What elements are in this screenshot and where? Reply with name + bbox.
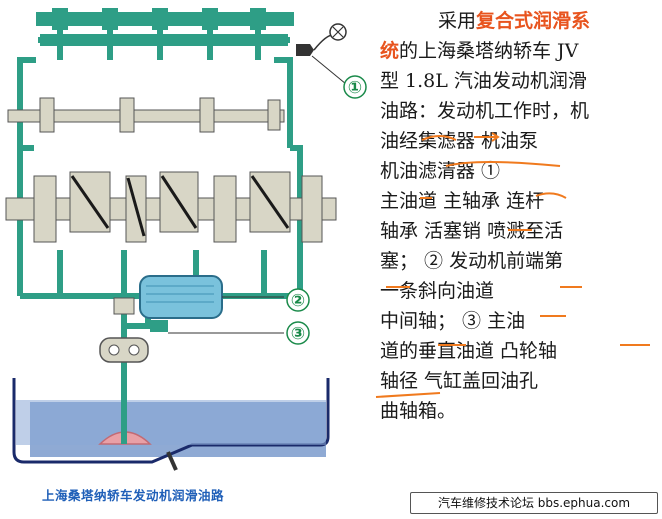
text-line: 主油道 主轴承 连杆	[380, 186, 658, 216]
text-line-plain: 轴径 气缸盖回油孔	[380, 370, 539, 392]
text-line: 轴承 活塞销 喷溅至活	[380, 216, 658, 246]
crankshaft	[5, 171, 337, 243]
text-line: 道的垂直油道 凸轮轴	[380, 336, 658, 366]
lubrication-system-diagram: ① ② ③	[5, 8, 367, 471]
text-line-plain: 中间轴； ③ 主油	[380, 310, 526, 332]
text-line: 一条斜向油道	[380, 276, 658, 306]
text-line-plain: 一条斜向油道	[380, 280, 495, 302]
oil-sump	[12, 378, 330, 471]
text-line: 统的上海桑塔纳轿车 JV	[380, 36, 658, 66]
callout-1: ①	[348, 78, 362, 98]
text-line-plain: 油经集滤器 机油泵	[380, 130, 539, 152]
forum-watermark: 汽车维修技术论坛 bbs.ephua.com	[410, 492, 658, 514]
text-line-plain: 油路：发动机工作时，机	[380, 100, 590, 122]
text-line: 型 1.8L 汽油发动机润滑	[380, 66, 658, 96]
text-line-plain: 塞； ② 发动机前端第	[380, 250, 564, 272]
oil-pump	[99, 297, 284, 363]
oil-filter	[139, 275, 284, 319]
text-line: 机油滤清器 ①	[380, 156, 658, 186]
text-line-plain: 机油滤清器 ①	[380, 160, 501, 182]
text-line-plain: 道的垂直油道 凸轮轴	[380, 340, 558, 362]
intermediate-shaft	[7, 97, 285, 133]
text-line: 曲轴箱。	[380, 396, 658, 426]
text-line-highlight: 统	[380, 40, 400, 62]
diagram-caption: 上海桑塔纳轿车发动机润滑油路	[42, 488, 225, 503]
text-line: 塞； ② 发动机前端第	[380, 246, 658, 276]
text-line-plain: 的上海桑塔纳轿车 JV	[399, 40, 579, 62]
text-line-highlight: 复合式润滑系	[476, 10, 591, 32]
text-line-plain: 型 1.8L 汽油发动机润滑	[380, 70, 587, 92]
text-line: 油路：发动机工作时，机	[380, 96, 658, 126]
text-line: 油经集滤器 机油泵	[380, 126, 658, 156]
text-line: 轴径 气缸盖回油孔	[380, 366, 658, 396]
text-line-plain: 曲轴箱。	[380, 400, 457, 422]
text-line: 采用复合式润滑系	[380, 6, 658, 36]
camshaft	[36, 8, 347, 56]
text-line: 中间轴； ③ 主油	[380, 306, 658, 336]
text-line-plain: 采用	[438, 10, 477, 32]
text-line-plain: 主油道 主轴承 连杆	[380, 190, 545, 212]
text-line-plain: 轴承 活塞销 喷溅至活	[380, 220, 564, 242]
callout-2: ②	[291, 291, 305, 311]
callout-3: ③	[291, 324, 305, 344]
arrow-icon	[491, 132, 500, 142]
